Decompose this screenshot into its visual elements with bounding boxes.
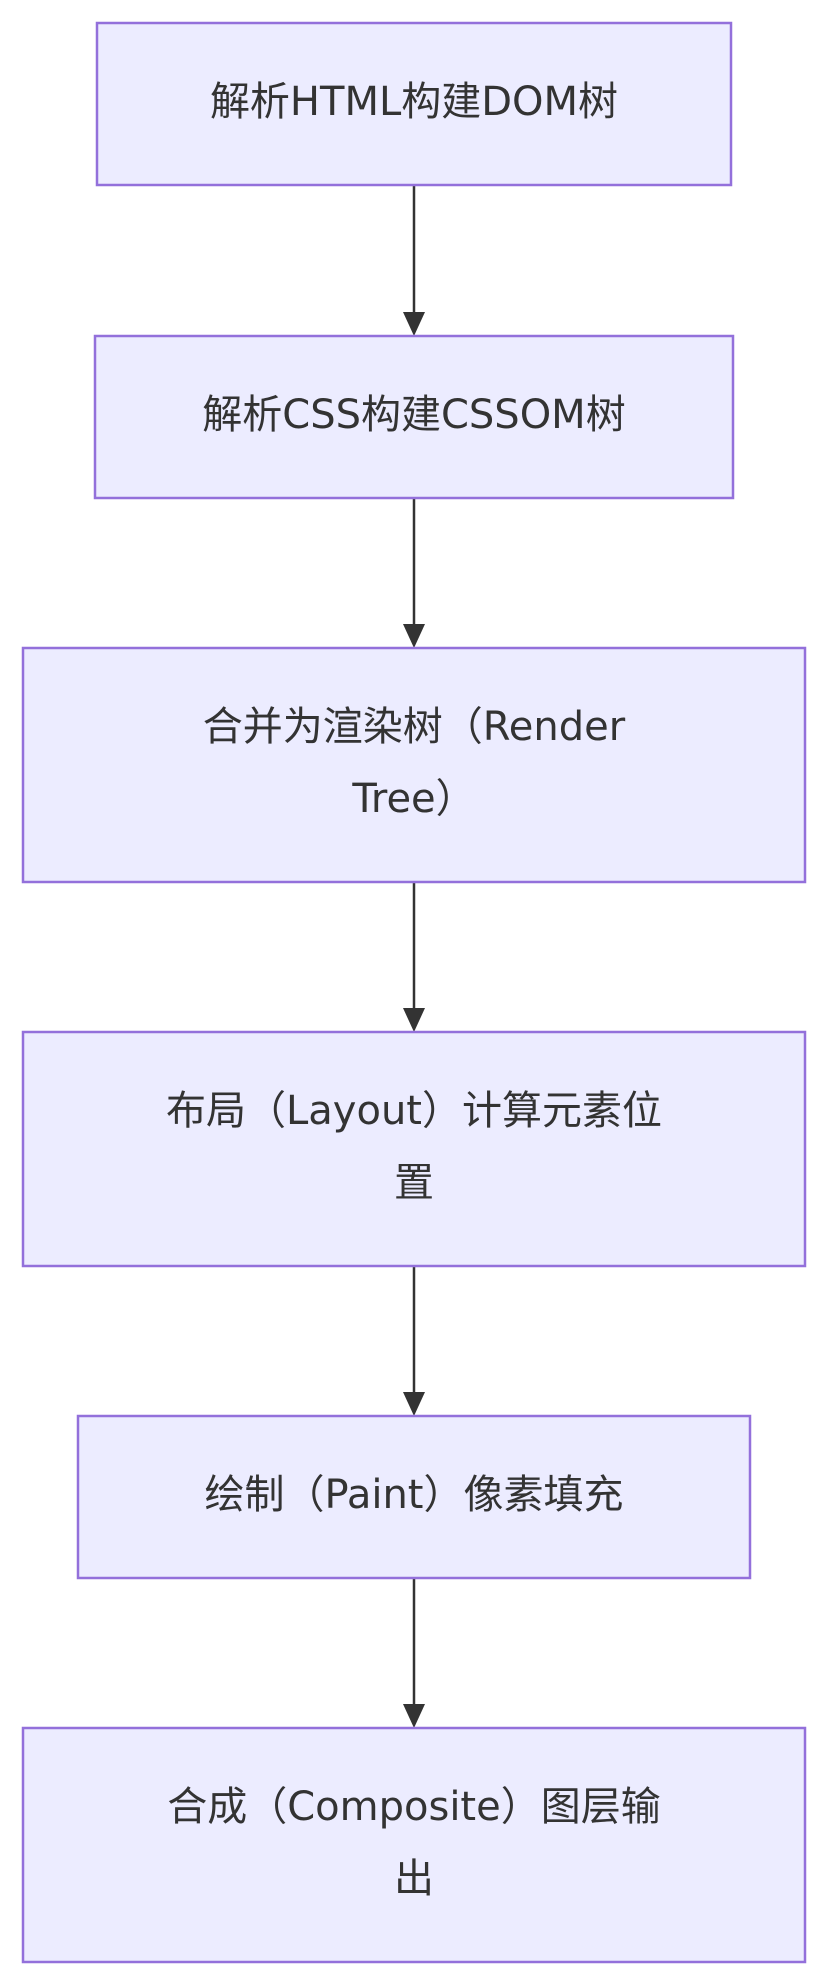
edge-render-tree-to-layout <box>403 882 425 1032</box>
node-label-line: 置 <box>394 1160 434 1206</box>
edge-parse-html-to-parse-css <box>403 185 425 336</box>
edge-paint-to-composite <box>403 1578 425 1728</box>
node-label-line: Tree） <box>351 776 475 822</box>
node-label-line: 绘制（Paint）像素填充 <box>205 1472 624 1518</box>
arrowhead-icon <box>403 1392 425 1416</box>
node-label-line: 出 <box>394 1856 434 1902</box>
node-label-line: 解析CSS构建CSSOM树 <box>202 392 625 438</box>
node-box <box>93 334 735 500</box>
edges <box>403 185 425 1728</box>
edge-parse-css-to-render-tree <box>403 498 425 648</box>
node-box <box>21 646 807 884</box>
node-label-line: 合成（Composite）图层输 <box>167 1784 660 1830</box>
node-box <box>21 1726 807 1964</box>
arrowhead-icon <box>403 1704 425 1728</box>
arrowhead-icon <box>403 624 425 648</box>
node-label-line: 布局（Layout）计算元素位 <box>166 1088 662 1134</box>
node-label-line: 合并为渲染树（Render <box>203 704 626 750</box>
node-box <box>21 1030 807 1268</box>
node-paint: 绘制（Paint）像素填充 <box>76 1414 752 1580</box>
node-box <box>95 21 733 187</box>
node-parse-css: 解析CSS构建CSSOM树 <box>93 334 735 500</box>
nodes: 解析HTML构建DOM树解析CSS构建CSSOM树合并为渲染树（RenderTr… <box>21 21 807 1964</box>
node-label-line: 解析HTML构建DOM树 <box>210 79 618 125</box>
node-parse-html: 解析HTML构建DOM树 <box>95 21 733 187</box>
arrowhead-icon <box>403 312 425 336</box>
edge-layout-to-paint <box>403 1266 425 1416</box>
arrowhead-icon <box>403 1008 425 1032</box>
node-box <box>76 1414 752 1580</box>
